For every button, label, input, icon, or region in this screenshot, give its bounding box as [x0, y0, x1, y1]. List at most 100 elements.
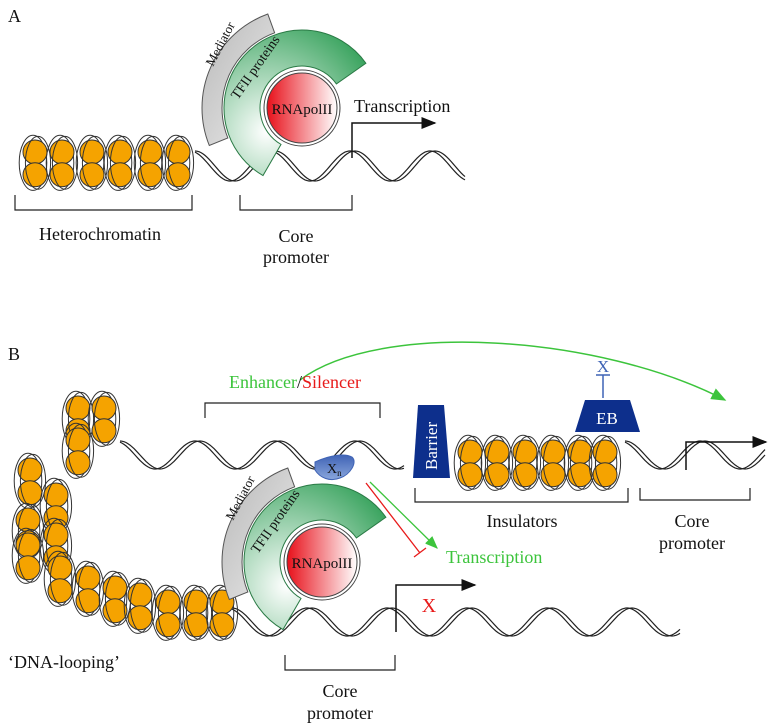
dna-helix-b-lower [231, 607, 681, 637]
xn-subscript: n [337, 468, 342, 478]
transcription-label-b: Transcription [446, 547, 542, 567]
dna-wrap [563, 434, 593, 491]
nucleosome [18, 134, 52, 191]
nucleosome-layer [11, 134, 622, 641]
dna-layer [119, 150, 766, 637]
enhancer-label: Enhancer [229, 372, 297, 392]
heterochromatin-bracket [14, 195, 193, 211]
nucleosome [123, 577, 157, 634]
core-promoter-bottom-2: promoter [307, 703, 373, 723]
dna-wrap [157, 585, 185, 640]
nucleosome [161, 134, 195, 191]
dna-wrap [205, 584, 235, 641]
core-promoter-bottom-1: Core [323, 681, 358, 701]
transcription-arrow-a [351, 117, 437, 158]
dna-wrap [98, 570, 128, 627]
nucleosome [75, 134, 109, 191]
dna-wrap [542, 435, 570, 490]
core-promoter-bracket-bottom [284, 655, 396, 671]
dna-wrap [51, 135, 79, 190]
dna-wrap [43, 550, 73, 607]
nucleosome [87, 390, 121, 447]
slash: / [297, 372, 302, 392]
dna-wrap [103, 134, 133, 191]
dna-wrap [536, 434, 566, 491]
barrier-label: Barrier [422, 422, 441, 470]
core-promoter-label-a-2: promoter [263, 247, 329, 267]
nucleosome [11, 527, 45, 584]
xn-label: Xn [327, 462, 342, 478]
nucleosome [133, 134, 167, 191]
dna-wrap [459, 435, 487, 490]
dna-wrap [24, 135, 52, 190]
dna-wrap [161, 134, 191, 191]
eb-insulator [575, 400, 640, 432]
dna-wrap [67, 423, 95, 478]
eb-label: EB [596, 409, 618, 428]
tfii-shape [243, 483, 387, 631]
transcription-arrow-b [395, 579, 477, 632]
mediator-shape [201, 13, 276, 147]
dna-helix-a [194, 150, 466, 182]
dna-helix-b-upper [119, 440, 405, 470]
panel-b-label: B [8, 344, 20, 364]
nucleosome [71, 560, 105, 617]
rnapol-shape [286, 526, 358, 598]
core-promoter-label-a-1: Core [279, 226, 314, 246]
mediator-shape [221, 467, 296, 601]
core-promoter-bracket-right [639, 488, 751, 501]
nucleosome [480, 434, 514, 491]
dna-wrap [588, 434, 618, 491]
dna-wrap [93, 391, 121, 446]
dna-wrap [185, 585, 213, 640]
dna-wrap [167, 135, 195, 190]
insulators-label: Insulators [487, 511, 558, 531]
nucleosome [563, 434, 597, 491]
dna-wrap [11, 527, 41, 584]
enhancer-bracket [204, 402, 381, 418]
xn-x: X [327, 462, 337, 477]
heterochromatin-label: Heterochromatin [39, 224, 161, 244]
silencer-repression-arrow [365, 482, 427, 558]
nucleosome [588, 434, 622, 491]
core-promoter-right-2: promoter [659, 533, 725, 553]
dna-wrap [179, 584, 209, 641]
enhancer-activation-arrow [369, 481, 438, 549]
rnapol-label: RNApolII [272, 102, 333, 118]
rnapol-shape [266, 72, 338, 144]
rnapol-label: RNApolII [292, 556, 353, 572]
dna-wrap [61, 422, 91, 479]
core-promoter-bracket-a [239, 195, 353, 211]
dna-wrap [87, 390, 117, 447]
dna-wrap [594, 435, 622, 490]
dna-helix-a [194, 150, 466, 182]
nucleosome [453, 434, 487, 491]
dna-wrap [81, 135, 109, 190]
dna-wrap [109, 135, 137, 190]
xn-factor [314, 454, 355, 481]
blocked-transcription-x: X [422, 595, 437, 617]
enhancer-long-range-arrow [299, 341, 727, 401]
dna-helix-b-lower [231, 607, 681, 637]
barrier-insulator [413, 405, 450, 478]
enhancer-silencer-label: Enhancer/Silencer [229, 372, 361, 392]
dna-wrap [453, 434, 483, 491]
dna-wrap [514, 435, 542, 490]
eb-block-x: X [597, 357, 609, 376]
nucleosome [45, 134, 79, 191]
core-promoter-right-1: Core [675, 511, 710, 531]
tfii-shape [223, 29, 367, 177]
nucleosome [103, 134, 137, 191]
dna-wrap [17, 528, 45, 583]
nucleosome [151, 584, 185, 641]
nucleosome [179, 584, 213, 641]
dna-wrap [123, 577, 153, 634]
dna-wrap [45, 134, 75, 191]
transcription-label-a: Transcription [354, 96, 450, 116]
dna-wrap [486, 435, 514, 490]
dna-looping-label: ‘DNA-looping’ [8, 652, 120, 672]
silencer-label: Silencer [302, 372, 361, 392]
dna-helix-b-right [624, 440, 766, 470]
